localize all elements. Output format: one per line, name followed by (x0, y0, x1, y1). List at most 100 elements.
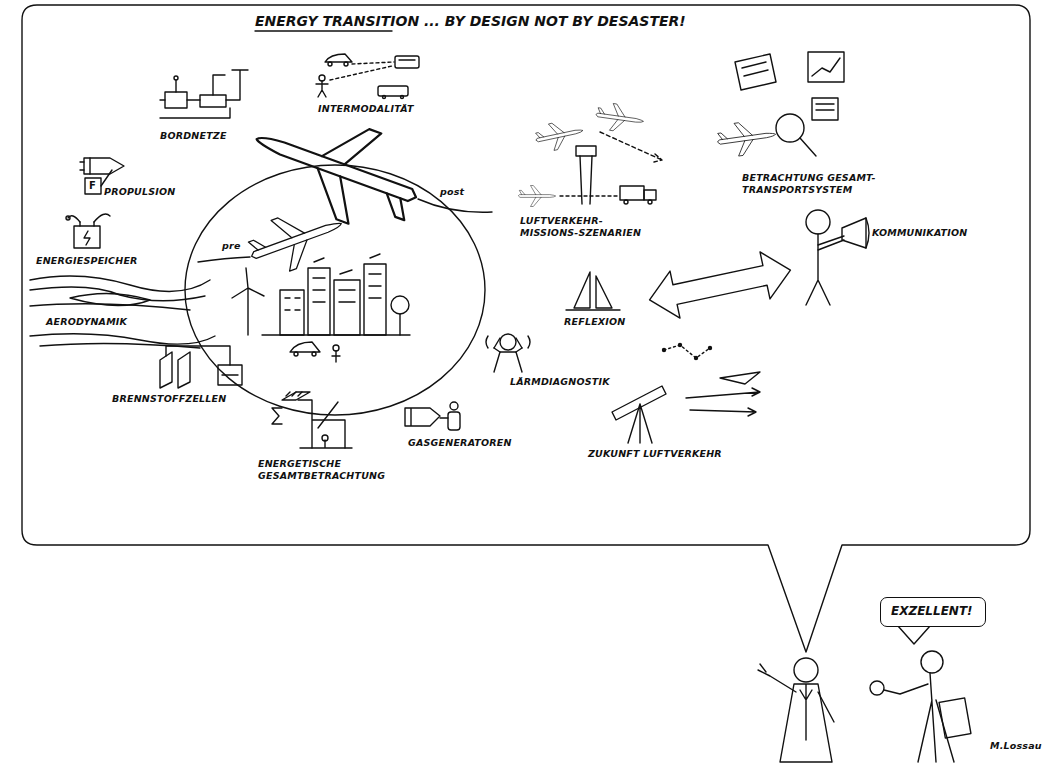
people-figures (758, 626, 971, 762)
reflexion-sketch (566, 309, 620, 310)
transport-system-sketch (716, 52, 844, 159)
central-oval (312, 352, 316, 356)
noise-person-sketch (486, 336, 530, 348)
battery-sketch (80, 222, 94, 226)
sketch-label: ZUKUNFT LUFTVERKEHR (588, 448, 722, 460)
gas-generator-sketch (450, 402, 458, 410)
central-oval (333, 345, 339, 351)
transport-system-sketch (812, 98, 838, 120)
mission-sketch (624, 200, 628, 204)
propulsion-sketch (80, 158, 90, 174)
sketch-label: INTERMODALITÄT (318, 103, 414, 115)
people-figures (939, 698, 971, 738)
speech-bubble-box: EXZELLENT! (880, 597, 986, 627)
propulsion-sketch (101, 170, 112, 186)
intermodal-sketch (319, 75, 325, 81)
central-oval (332, 351, 340, 362)
speaker-figure (806, 210, 830, 234)
fuelcell-sketch (218, 365, 242, 385)
central-oval (314, 254, 380, 274)
transport-system-sketch (812, 58, 840, 76)
sketch-label: pre (222, 240, 241, 252)
overall-energy-sketch (282, 392, 310, 400)
mission-sketch (644, 190, 656, 200)
people-figures (780, 684, 832, 762)
central-oval (185, 165, 485, 415)
mission-sketch (580, 156, 592, 204)
sketch-label: ENERGETISCHE GESAMTBETRACHTUNG (258, 458, 382, 482)
bordnetz-sketch (174, 76, 178, 80)
transport-system-sketch (816, 104, 834, 110)
aero-sketch (30, 304, 190, 310)
planes (240, 94, 432, 242)
people-figures (794, 658, 818, 682)
gas-generator-sketch (448, 412, 460, 430)
central-oval (285, 274, 381, 310)
mission-sketch (620, 186, 644, 200)
people-figures (758, 664, 796, 692)
battery-sketch (84, 231, 90, 245)
central-oval (290, 342, 320, 352)
speech-bubble (255, 30, 392, 31)
intermodal-sketch (328, 62, 332, 66)
intermodal-sketch (325, 54, 352, 62)
central-oval (334, 280, 360, 335)
people-figures (884, 684, 928, 694)
noise-person-sketch (500, 334, 516, 350)
mission-sketch (533, 117, 585, 153)
future-sketch (628, 404, 652, 443)
transport-system-sketch (735, 54, 776, 90)
mission-sketch (594, 101, 645, 134)
sketch-label: KOMMUNIKATION (872, 227, 967, 239)
fuelcell-sketch (178, 352, 190, 388)
mission-sketch (576, 146, 596, 156)
sketch-label: PROPULSION (104, 186, 176, 198)
planes (418, 199, 492, 212)
gas-generator-sketch (405, 408, 440, 426)
fuelcell-sketch (160, 346, 242, 388)
speech-bubble (22, 5, 1030, 652)
mission-sketch (648, 200, 652, 204)
intermodal-sketch (352, 62, 394, 64)
intermodal-sketch (399, 59, 415, 60)
central-oval (294, 352, 298, 356)
sketch-label: LUFTVERKEHR- MISSIONS-SZENARIEN (520, 215, 644, 239)
intermodal-sketch (383, 96, 386, 99)
mission-sketch (600, 132, 662, 162)
future-sketch (612, 386, 666, 420)
intermodal-sketch (330, 66, 392, 80)
battery-sketch (66, 216, 70, 220)
people-figures (870, 681, 884, 695)
people-figures (818, 692, 834, 722)
intermodal-sketch (401, 96, 404, 99)
mission-sketch (519, 186, 556, 207)
bordnetz-sketch (160, 70, 248, 118)
aero-sketch (30, 276, 210, 291)
battery-sketch (74, 226, 100, 248)
bubble-text: EXZELLENT! (891, 604, 975, 619)
intermodal-sketch (378, 86, 408, 96)
future-sketch (690, 408, 756, 416)
reflexion-sketch (596, 276, 612, 308)
double-arrow (645, 247, 796, 324)
bordnetz-sketch (200, 95, 226, 107)
battery-sketch (66, 214, 110, 248)
bordnetz-sketch (165, 92, 187, 108)
noise-person-sketch (486, 334, 530, 372)
transport-system-sketch (800, 138, 816, 156)
overall-energy-sketch (272, 392, 352, 448)
future-sketch (664, 345, 710, 358)
central-oval (185, 165, 485, 415)
future-sketch (612, 344, 760, 444)
speaker-figure (842, 218, 866, 248)
intermodal-sketch (344, 62, 348, 66)
noise-person-sketch (494, 352, 522, 372)
people-figures (898, 626, 930, 644)
central-oval (391, 296, 409, 314)
double-arrow (645, 247, 796, 324)
overall-energy-sketch (272, 408, 282, 424)
sketch-label: AERODYNAMIK (46, 316, 127, 328)
central-oval (232, 268, 264, 335)
sketch-label: GASGENERATOREN (408, 437, 512, 449)
sketch-label: post (440, 186, 464, 198)
